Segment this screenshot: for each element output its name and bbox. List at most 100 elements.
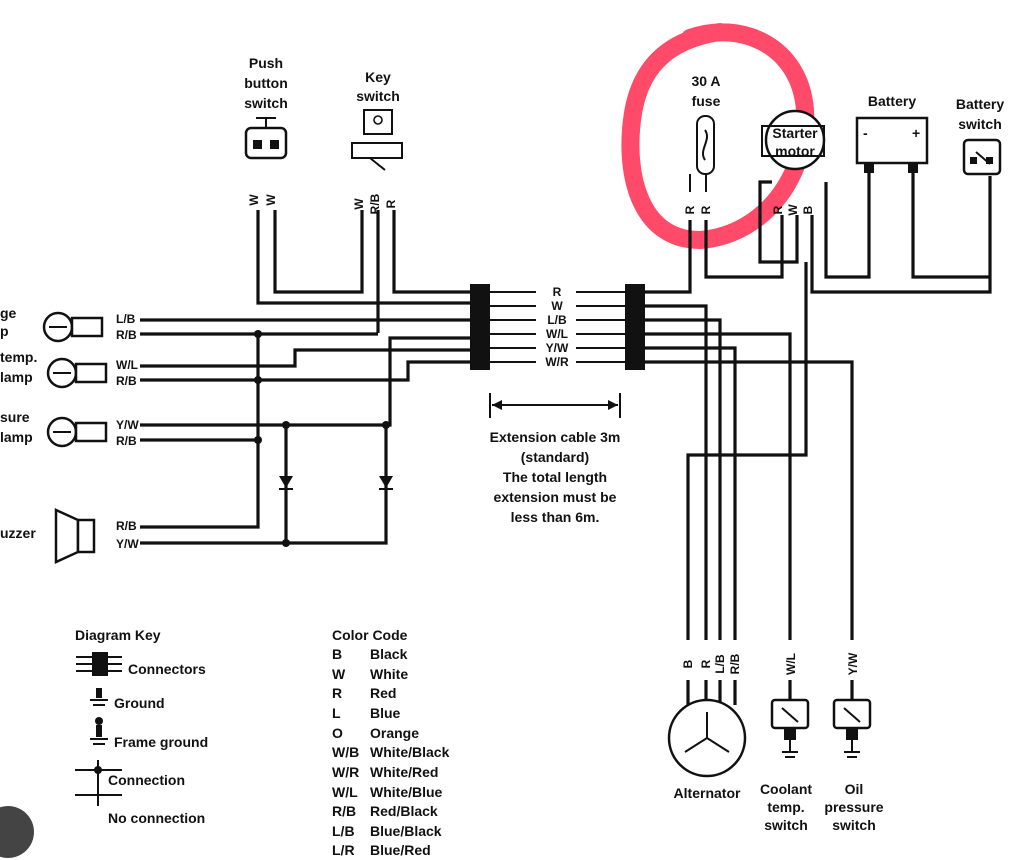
svg-text:Connection: Connection bbox=[108, 772, 185, 788]
svg-text:W/L: W/L bbox=[784, 653, 798, 675]
svg-text:lamp: lamp bbox=[0, 429, 33, 445]
svg-text:button: button bbox=[244, 75, 288, 91]
svg-text:W: W bbox=[786, 204, 800, 216]
svg-text:Oil: Oil bbox=[845, 781, 864, 797]
svg-text:Connectors: Connectors bbox=[128, 661, 206, 677]
svg-text:W/R: W/R bbox=[545, 355, 569, 369]
svg-text:temp.: temp. bbox=[0, 349, 37, 365]
svg-text:p: p bbox=[0, 323, 9, 339]
alternator-labels: B R L/B R/B bbox=[681, 653, 742, 674]
svg-text:W: W bbox=[352, 198, 366, 210]
svg-text:B: B bbox=[801, 205, 815, 214]
svg-text:No connection: No connection bbox=[108, 810, 205, 826]
svg-text:R/B: R/B bbox=[332, 803, 356, 819]
svg-text:(standard): (standard) bbox=[521, 449, 589, 465]
connector-bundle: R W L/B W/L Y/W W/R bbox=[490, 284, 625, 370]
svg-text:Y/W: Y/W bbox=[846, 652, 860, 675]
svg-text:switch: switch bbox=[958, 116, 1002, 132]
svg-text:W: W bbox=[247, 194, 261, 206]
svg-text:+: + bbox=[912, 125, 920, 141]
coolant-temp-switch: W/L Coolant temp. switch bbox=[760, 653, 812, 833]
svg-text:W: W bbox=[551, 299, 563, 313]
svg-text:Push: Push bbox=[249, 55, 283, 71]
connection-symbol bbox=[75, 760, 122, 784]
svg-text:White: White bbox=[370, 666, 408, 682]
svg-text:L/B: L/B bbox=[547, 313, 567, 327]
svg-text:L/B: L/B bbox=[332, 823, 355, 839]
svg-text:R: R bbox=[553, 285, 562, 299]
svg-text:Frame ground: Frame ground bbox=[114, 734, 208, 750]
alternator: Alternator bbox=[667, 680, 747, 801]
svg-text:Blue/Black: Blue/Black bbox=[370, 823, 442, 839]
corner-badge[interactable] bbox=[0, 806, 34, 858]
svg-text:extension must be: extension must be bbox=[494, 489, 617, 505]
svg-text:L: L bbox=[332, 705, 341, 721]
svg-text:W: W bbox=[264, 194, 278, 206]
push-button-switch: Push button switch W W bbox=[244, 55, 288, 206]
svg-text:Battery: Battery bbox=[868, 93, 916, 109]
fuse: 30 A fuse R R bbox=[683, 73, 721, 214]
svg-text:lamp: lamp bbox=[0, 369, 33, 385]
svg-text:W/L: W/L bbox=[116, 358, 138, 372]
highlight-circle bbox=[621, 23, 815, 250]
svg-text:Color Code: Color Code bbox=[332, 627, 408, 643]
svg-text:R/B: R/B bbox=[368, 193, 382, 214]
svg-text:R/B: R/B bbox=[116, 434, 137, 448]
svg-text:White/Red: White/Red bbox=[370, 764, 438, 780]
svg-text:Y/W: Y/W bbox=[546, 341, 569, 355]
svg-text:W/R: W/R bbox=[332, 764, 359, 780]
svg-text:fuse: fuse bbox=[692, 93, 721, 109]
svg-text:R: R bbox=[699, 205, 713, 214]
svg-text:R/B: R/B bbox=[116, 519, 137, 533]
svg-text:Diagram Key: Diagram Key bbox=[75, 627, 161, 643]
svg-text:O: O bbox=[332, 725, 343, 741]
svg-text:Key: Key bbox=[365, 69, 391, 85]
charge-lamp: ge p L/B R/B bbox=[0, 305, 137, 343]
key-switch: Key switch W R/B R bbox=[351, 69, 403, 214]
connector-right bbox=[625, 284, 645, 370]
svg-text:-: - bbox=[863, 125, 868, 141]
svg-text:pressure: pressure bbox=[824, 799, 883, 815]
svg-text:less than 6m.: less than 6m. bbox=[511, 509, 600, 525]
starter-motor: Starter motor R W B bbox=[761, 109, 826, 216]
svg-text:Orange: Orange bbox=[370, 725, 419, 741]
svg-text:R: R bbox=[699, 659, 713, 668]
no-connection-symbol bbox=[75, 784, 122, 806]
svg-text:Blue/Red: Blue/Red bbox=[370, 842, 431, 858]
svg-text:Ground: Ground bbox=[114, 695, 165, 711]
right-harness bbox=[645, 262, 854, 640]
svg-text:ge: ge bbox=[0, 305, 17, 321]
svg-text:Black: Black bbox=[370, 646, 408, 662]
svg-text:R: R bbox=[332, 685, 342, 701]
oil-pressure-switch: Y/W Oil pressure switch bbox=[824, 652, 883, 833]
left-harness bbox=[140, 318, 470, 547]
svg-text:R/B: R/B bbox=[116, 374, 137, 388]
svg-text:Red: Red bbox=[370, 685, 396, 701]
svg-text:White/Blue: White/Blue bbox=[370, 784, 443, 800]
svg-text:temp.: temp. bbox=[767, 799, 804, 815]
svg-text:Red/Black: Red/Black bbox=[370, 803, 438, 819]
svg-text:R: R bbox=[384, 199, 398, 208]
coolant-temp-lamp: temp. lamp W/L R/B bbox=[0, 349, 138, 389]
connectors-symbol bbox=[76, 652, 122, 676]
oil-pressure-lamp: sure lamp Y/W R/B bbox=[0, 409, 139, 448]
svg-text:Y/W: Y/W bbox=[116, 537, 139, 551]
svg-text:R: R bbox=[683, 205, 697, 214]
svg-text:W/B: W/B bbox=[332, 744, 359, 760]
svg-text:switch: switch bbox=[244, 95, 288, 111]
svg-text:R: R bbox=[771, 205, 785, 214]
svg-text:R/B: R/B bbox=[728, 653, 742, 674]
svg-text:Extension cable 3m: Extension cable 3m bbox=[490, 429, 621, 445]
svg-text:L/R: L/R bbox=[332, 842, 355, 858]
svg-text:motor: motor bbox=[775, 143, 815, 159]
svg-text:uzzer: uzzer bbox=[0, 525, 36, 541]
svg-text:sure: sure bbox=[0, 409, 30, 425]
battery-switch: Battery switch bbox=[956, 96, 1004, 176]
svg-text:Blue: Blue bbox=[370, 705, 401, 721]
top-wiring bbox=[256, 173, 992, 333]
svg-text:Battery: Battery bbox=[956, 96, 1004, 112]
svg-text:White/Black: White/Black bbox=[370, 744, 450, 760]
svg-text:B: B bbox=[332, 646, 342, 662]
svg-text:switch: switch bbox=[356, 88, 400, 104]
